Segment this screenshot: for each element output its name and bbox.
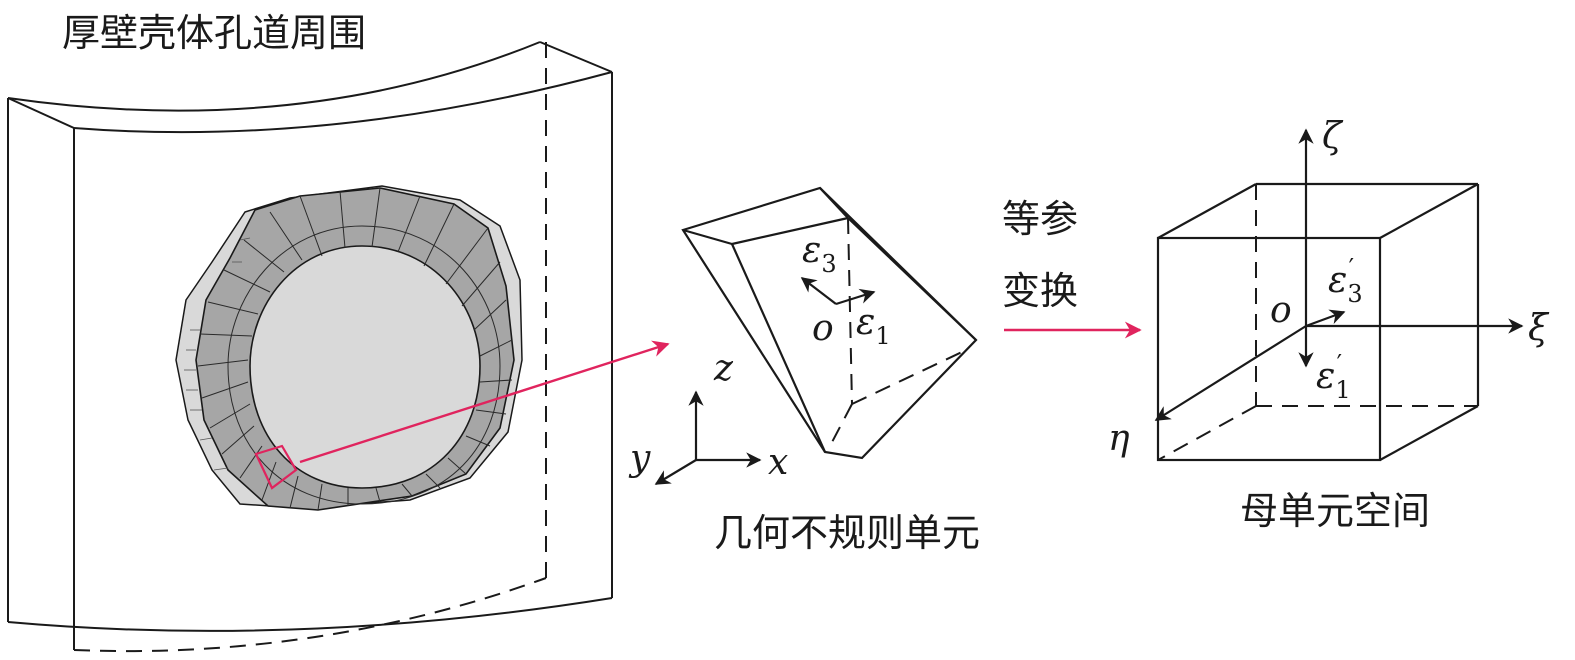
irregular-edge-d bbox=[730, 243, 827, 453]
transform-label-2: 变换 bbox=[1002, 269, 1078, 313]
xi-label: ξ bbox=[1528, 308, 1550, 349]
irregular-edge-a bbox=[682, 228, 733, 246]
irregular-hidden-2 bbox=[851, 351, 963, 405]
eta-label: η bbox=[1108, 418, 1130, 459]
cube-front bbox=[1156, 236, 1382, 462]
shell-back-top-edge bbox=[73, 71, 613, 134]
zoom-arrow bbox=[299, 340, 670, 464]
irregular-hidden-3 bbox=[829, 403, 853, 447]
shell-top-right-edge bbox=[539, 41, 613, 73]
shell-block bbox=[7, 41, 613, 653]
zeta-label: ζ bbox=[1322, 116, 1344, 157]
cube-hidden-d bbox=[1157, 405, 1257, 461]
eps3-label: ε3 bbox=[802, 230, 837, 278]
z-label: z bbox=[713, 348, 734, 389]
parent-axes bbox=[1154, 128, 1524, 421]
parent-space-caption: 母单元空间 bbox=[1240, 489, 1430, 533]
irregular-element bbox=[681, 186, 978, 460]
irregular-edge-e bbox=[847, 217, 977, 341]
eps3-arrow bbox=[800, 277, 837, 305]
eta-axis bbox=[1154, 325, 1307, 421]
shell-front-top-edge bbox=[7, 41, 541, 112]
eps1-label: ε1 bbox=[856, 302, 891, 350]
local-origin-label: o bbox=[812, 308, 834, 349]
irregular-front-face bbox=[681, 186, 978, 460]
eps3p-label: ε3′ bbox=[1328, 254, 1363, 308]
y-axis bbox=[654, 459, 697, 485]
irregular-hidden-1 bbox=[847, 217, 853, 405]
irregular-edge-b bbox=[819, 187, 849, 219]
ring-side-lines bbox=[184, 237, 251, 471]
eps1-arrow bbox=[835, 288, 876, 306]
transform-label-1: 等参 bbox=[1002, 197, 1078, 241]
x-label: x bbox=[768, 442, 788, 483]
global-axes bbox=[654, 390, 762, 485]
eps3p-arrow bbox=[1305, 309, 1346, 328]
shell-top-left-edge bbox=[7, 97, 75, 129]
shell-front-bottom-edge bbox=[7, 597, 613, 632]
ring-mesh bbox=[175, 185, 523, 511]
y-label: y bbox=[628, 438, 651, 479]
irregular-edge-c bbox=[731, 216, 849, 246]
selected-element bbox=[254, 444, 298, 490]
ring-mesh-lines bbox=[197, 187, 513, 511]
shell-hidden-bottom bbox=[73, 577, 547, 653]
parent-cube bbox=[1156, 182, 1480, 462]
eps1p-label: ε1′ bbox=[1316, 350, 1351, 404]
local-strain-axes bbox=[800, 277, 876, 306]
parent-origin-label: o bbox=[1270, 290, 1292, 331]
shell-title: 厚壁壳体孔道周围 bbox=[62, 11, 366, 55]
irregular-element-caption: 几何不规则单元 bbox=[714, 511, 980, 555]
